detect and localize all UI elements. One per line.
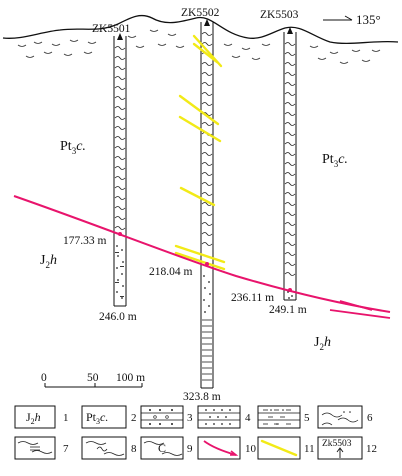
svg-text:11: 11	[304, 443, 315, 455]
legend-item-12: Zk5503 12	[317, 436, 377, 460]
svg-text:Zk5503: Zk5503	[322, 439, 352, 449]
legend-item-8: 8	[81, 436, 137, 460]
legend-item-10: 10	[197, 436, 257, 460]
borehole-name-zk5503: ZK5503	[260, 9, 299, 21]
sandstone-pattern	[287, 291, 293, 299]
borehole-zk5501	[113, 33, 127, 307]
svg-text:12: 12	[366, 443, 377, 455]
borehole-marker	[117, 33, 123, 40]
legend-item-2: Pt3c. 2	[81, 405, 137, 429]
svg-text:8: 8	[131, 443, 137, 455]
unit-label-lower-right: J2h	[314, 335, 331, 352]
legend-item-5: 5	[257, 405, 310, 429]
borehole-marker	[287, 27, 293, 34]
unit-label-upper-left: Pt3c.	[60, 139, 86, 156]
scale-tick-50: 50	[87, 372, 99, 384]
orientation-arrow: 135°	[323, 12, 381, 27]
weathered-zone	[17, 29, 381, 64]
scale-tick-100: 100 m	[116, 372, 145, 384]
total-depth-zk5502: 323.8 m	[183, 391, 221, 403]
legend-item-7: 7	[14, 436, 69, 460]
total-depth-zk5503: 249.1 m	[269, 304, 307, 316]
scale-tick-0: 0	[41, 372, 47, 384]
svg-text:5: 5	[304, 412, 310, 424]
slate-pattern	[114, 46, 126, 230]
total-depth-zk5501: 246.0 m	[99, 311, 137, 323]
svg-text:J2h: J2h	[26, 410, 41, 426]
siltstone-pattern	[202, 319, 212, 381]
borehole-name-zk5501: ZK5501	[92, 23, 131, 35]
legend-item-1: J2h 1	[14, 405, 69, 429]
borehole-name-zk5502: ZK5502	[181, 7, 220, 19]
fault-line	[13, 195, 391, 313]
borehole-zk5503	[283, 27, 297, 301]
svg-text:1: 1	[63, 412, 69, 424]
unit-label-lower-left: J2h	[40, 253, 57, 270]
unit-label-upper-right: Pt3c.	[322, 152, 348, 169]
svg-text:9: 9	[187, 443, 193, 455]
fault-intersection-markers	[118, 232, 292, 292]
legend: J2h 1 Pt3c. 2 3 4	[14, 405, 377, 460]
fault	[13, 195, 391, 319]
sandstone-pattern	[115, 245, 124, 299]
contact-depth-zk5503: 236.11 m	[231, 292, 274, 304]
contact-depth-zk5501: 177.33 m	[63, 235, 107, 247]
slate-pattern	[284, 42, 296, 276]
svg-text:7: 7	[63, 443, 69, 455]
svg-text:10: 10	[245, 443, 257, 455]
legend-item-4: 4	[197, 405, 251, 429]
legend-item-6: 6	[317, 405, 373, 429]
scale-bar: 0 50 100 m	[41, 372, 145, 388]
svg-text:C: C	[158, 441, 166, 455]
topographic-surface	[2, 14, 399, 45]
svg-text:2: 2	[131, 412, 137, 424]
slate-pattern	[201, 32, 213, 246]
svg-text:6: 6	[367, 412, 373, 424]
fault-arrow	[339, 300, 373, 311]
legend-item-3: 3	[140, 405, 193, 429]
orientation-label: 135°	[356, 12, 381, 27]
sandstone-pattern	[203, 275, 211, 313]
svg-text:3: 3	[187, 412, 193, 424]
contact-depth-zk5502: 218.04 m	[149, 266, 193, 278]
borehole-marker	[204, 19, 210, 26]
legend-item-11: 11	[257, 436, 315, 460]
svg-text:4: 4	[245, 412, 251, 424]
legend-item-9: C 9	[140, 436, 193, 460]
quartz-veins	[174, 34, 226, 271]
svg-text:Pt3c.: Pt3c.	[86, 410, 108, 426]
